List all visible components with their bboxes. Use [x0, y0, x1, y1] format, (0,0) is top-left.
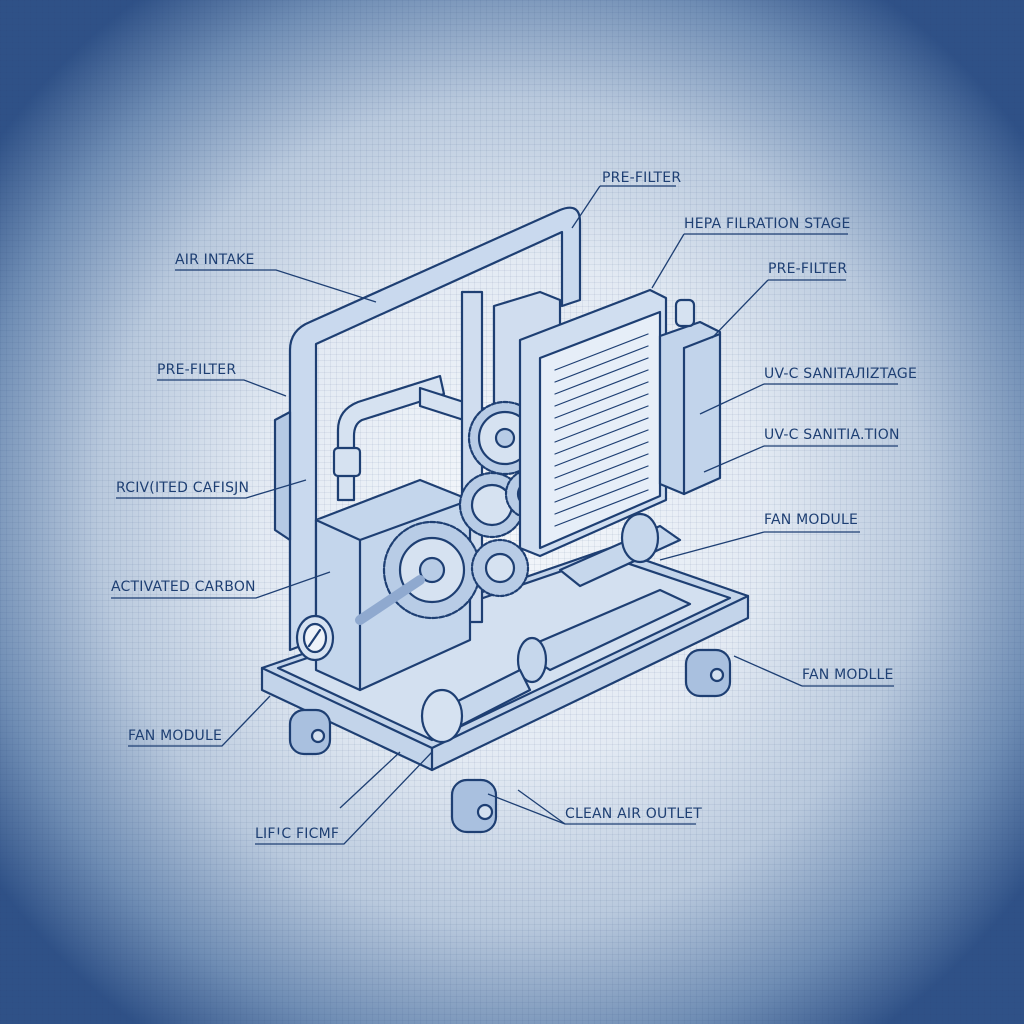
gauge [295, 614, 335, 662]
caster-wheels [288, 648, 732, 834]
label-uv-c-sanitiation: UV-C SANITIA.TION [764, 427, 900, 443]
label-activated-carbon: ACTIVATED CARBON [111, 579, 256, 595]
label-pre-filter-top: PRE-FILTER [602, 170, 682, 186]
gears [355, 400, 556, 625]
label-pre-filter-left: PRE-FILTER [157, 362, 237, 378]
label-rcivited-carsin: RCIV(ITED CAFISJN [116, 480, 250, 496]
label-fan-modlle: FAN MODLLE [802, 667, 894, 683]
fan-cylinders [420, 512, 692, 744]
label-fan-module-right-upper: FAN MODULE [764, 512, 859, 528]
label-air-intake: AIR INTAKE [175, 252, 255, 268]
uv-c-tank [658, 298, 722, 496]
label-pre-filter-right: PRE-FILTER [768, 261, 848, 277]
label-clean-air-outlet: CLEAN AIR OUTLET [565, 806, 703, 822]
hepa-filter [518, 288, 668, 558]
leader-lines [111, 185, 898, 845]
label-lific-ficmf: LIFꞌC FICMF [255, 826, 340, 842]
label-fan-module-left: FAN MODULE [128, 728, 223, 744]
frame-handle [273, 206, 582, 652]
label-uv-c-sanitaliztage: UV-C SANITAлIZTAGE [764, 366, 917, 382]
label-hepa-filtration-stage: HEPA FILRATION STAGE [684, 216, 851, 232]
